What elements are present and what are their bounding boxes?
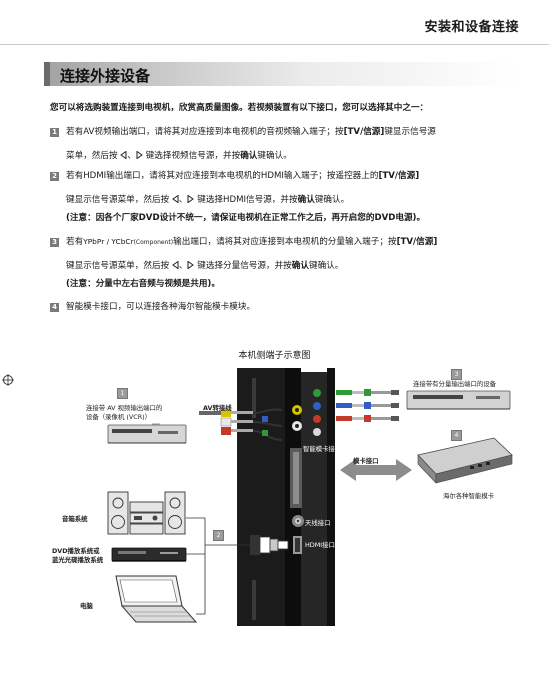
item-number-badge: 1 [50,128,59,137]
left-arrow-icon [120,151,127,159]
right-arrow-icon [187,261,195,269]
running-header-title: 安装和设备连接 [424,20,519,35]
hdmi-plug [250,535,289,555]
diagram-badge: 1 [117,388,128,399]
laptop [115,575,198,623]
item-4-line-1: 智能模卡接口，可以连接各种海尔智能模卡模块。 [66,302,256,312]
card-link-arrow [340,459,412,481]
right-arrow-icon [136,151,143,159]
item-number-badge: 2 [50,172,59,181]
item-2-line-2: 键显示信号源菜单，然后按 、 键选择HDMI信号源，并按确认键确认。 [66,195,350,205]
hdmi-bracket [186,517,250,615]
vcr-device [107,424,187,444]
component-jacks [313,389,321,436]
av-cable-label: AV转接线 [203,404,232,412]
dvd-label-line-2: 蓝光光碟播放系统 [52,556,104,564]
smart-card-module [417,437,513,484]
vcr-label-line-1: 连接带 AV 视频输出端口的 [86,404,163,412]
item-1-line-1: 若有AV视频输出端口，请将其对应连接到本电视机的音视频输入端子；按[TV/信源]… [66,127,436,137]
smart-cards-label: 海尔各种智能模卡 [443,492,495,500]
diagram-title: 本机侧端子示意图 [238,351,311,361]
component-device-label: 连接带有分量输出端口的设备 [413,380,497,388]
antenna-connector [292,515,304,527]
computer-label: 电脑 [80,602,93,610]
section-tab-marker [44,62,50,86]
smart-card-port-label: 智能模卡接口 [303,445,342,453]
dvd-label-line-1: DVD播放系统或 [52,547,100,555]
item-3-line-2: 键显示信号源菜单，然后按 、 键选择分量信号源，并按确认键确认。 [66,261,344,271]
item-2-note: (注意：因各个厂家DVD设计不统一，请保证电视机在正常工作之后，再开启您的DVD… [66,213,426,223]
left-arrow-icon [172,195,179,203]
item-3-line-1: 若有YPbPr / YCbCr(Component)输出端口，请将其对应连接到本… [66,237,438,247]
item-1-line-2: 菜单，然后按 、 键选择视频信号源，并按确认键确认。 [66,151,292,161]
audio-system-label: 音箱系统 [62,515,88,523]
vcr-label-line-2: 设备（录像机 (VCR)） [86,413,152,421]
section-title: 连接外接设备 [60,67,151,85]
section-title-bar [50,62,519,86]
hdmi-connector [293,536,302,554]
component-device [406,390,511,410]
smart-card-slot [290,448,302,508]
right-arrow-icon [187,195,195,203]
av-input-jacks [292,405,302,431]
diagram-badge: 4 [451,430,462,441]
diagram-badge: 2 [213,530,224,541]
item-2-line-1: 若有HDMI输出端口，请将其对应连接到本电视机的HDMI输入端子；按遥控器上的[… [66,171,420,181]
component-cable [336,389,399,422]
antenna-port-label: 天线接口 [305,519,331,527]
item-number-badge: 3 [50,238,59,247]
item-number-badge: 4 [50,303,59,312]
registration-mark-icon [2,374,14,386]
dvd-player [111,547,187,562]
item-3-note: (注意：分量中左右音频与视频是共用)。 [66,279,220,289]
av-cable [199,408,283,441]
hdmi-port-label: HDMI接口 [305,541,335,549]
audio-system [107,491,186,535]
diagram-badge: 3 [451,369,462,380]
left-arrow-icon [172,261,179,269]
card-port-label: 模卡接口 [353,457,379,465]
intro-text: 您可以将选购装置连接到电视机，欣赏高质量图像。若视频装置有以下接口，您可以选择其… [50,103,429,113]
header-rule [0,44,549,45]
